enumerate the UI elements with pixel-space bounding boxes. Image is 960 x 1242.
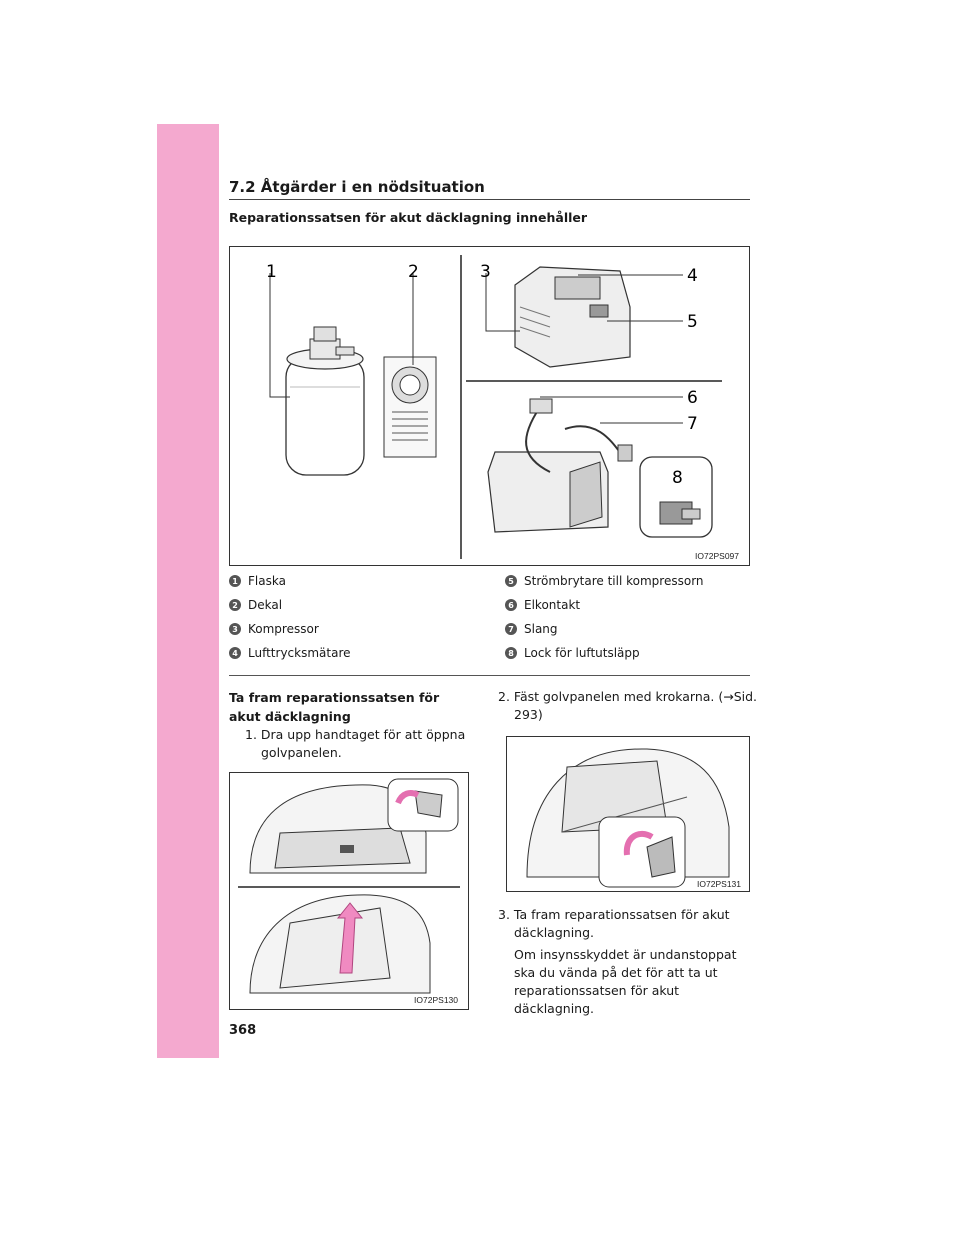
callout-3: 3 xyxy=(480,262,491,282)
callout-1: 1 xyxy=(266,262,277,282)
bottle-drawing xyxy=(285,326,365,476)
legend-label: Strömbrytare till kompressorn xyxy=(524,574,704,588)
figure-code: IO72PS097 xyxy=(695,551,739,561)
legend-label: Flaska xyxy=(248,574,286,588)
kit-illustration: 1 2 3 4 5 6 7 8 xyxy=(266,255,722,559)
floor-panel-open-figure: IO72PS130 xyxy=(229,772,469,1010)
legend-item: 1 Flaska xyxy=(229,574,286,588)
sticker-drawing xyxy=(383,356,437,458)
legend-number: 7 xyxy=(505,623,517,635)
kit-contents-figure: 1 2 3 4 5 6 7 8 IO72PS097 xyxy=(229,246,750,566)
legend-item: 6 Elkontakt xyxy=(505,598,580,612)
legend-number: 2 xyxy=(229,599,241,611)
legend-item: 5 Strömbrytare till kompressorn xyxy=(505,574,704,588)
legend-item: 3 Kompressor xyxy=(229,622,319,636)
legend-number: 4 xyxy=(229,647,241,659)
hook-illustration xyxy=(526,748,730,888)
legend-item: 4 Lufttrycksmätare xyxy=(229,646,351,660)
legend-divider xyxy=(229,675,750,676)
legend-number: 6 xyxy=(505,599,517,611)
legend-item: 7 Slang xyxy=(505,622,558,636)
floor-panel-illustration xyxy=(238,778,460,994)
legend-label: Lock för luftutsläpp xyxy=(524,646,640,660)
page-number: 368 xyxy=(229,1023,257,1038)
step-3-body: Om insynsskyddet är undanstoppat ska du … xyxy=(514,947,737,1016)
legend-number: 1 xyxy=(229,575,241,587)
legend-label: Kompressor xyxy=(248,622,319,636)
chapter-side-bar xyxy=(157,124,219,1058)
legend-label: Elkontakt xyxy=(524,598,581,612)
legend-item: 2 Dekal xyxy=(229,598,282,612)
legend-number: 5 xyxy=(505,575,517,587)
callout-5: 5 xyxy=(687,312,698,332)
callout-7: 7 xyxy=(687,414,698,434)
step-2-text: 2. Fäst golvpanelen med krokarna. (→Sid.… xyxy=(498,689,758,722)
legend-number: 3 xyxy=(229,623,241,635)
legend-label: Dekal xyxy=(248,598,283,612)
legend-number: 8 xyxy=(505,647,517,659)
cap-detail-drawing xyxy=(639,456,713,538)
legend-label: Slang xyxy=(524,622,558,636)
compressor-drawing xyxy=(514,266,631,368)
section-title: 7.2 Åtgärder i en nödsituation xyxy=(229,178,485,196)
step-3-title: 3. Ta fram reparationssatsen för akut dä… xyxy=(498,907,730,940)
compressor-open-drawing xyxy=(487,398,633,533)
callout-2: 2 xyxy=(408,262,419,282)
takeout-heading: Ta fram reparationssatsen för akut däckl… xyxy=(229,690,440,724)
section-divider xyxy=(229,199,750,200)
callout-8: 8 xyxy=(672,468,683,488)
callout-4: 4 xyxy=(687,266,698,286)
figure-code: IO72PS131 xyxy=(697,879,741,889)
legend-item: 8 Lock för luftutsläpp xyxy=(505,646,640,660)
callout-6: 6 xyxy=(687,388,698,408)
kit-subtitle: Reparationssatsen för akut däcklagning i… xyxy=(229,210,588,225)
legend-label: Lufttrycksmätare xyxy=(248,646,351,660)
figure-code: IO72PS130 xyxy=(414,995,458,1005)
floor-panel-hook-figure: IO72PS131 xyxy=(506,736,750,892)
step-1-text: 1. Dra upp handtaget för att öppna golvp… xyxy=(245,727,466,760)
